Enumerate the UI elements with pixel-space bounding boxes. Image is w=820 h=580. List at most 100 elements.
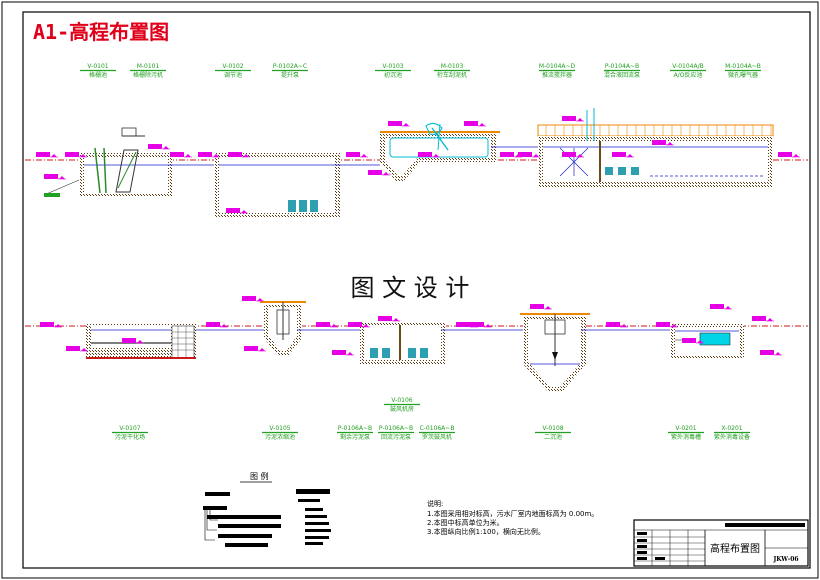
notes-line-3: 3.本图纵向比例1:100，横向无比例。: [427, 527, 545, 536]
tag-top-name: 初沉池: [384, 71, 402, 79]
elevation-marker: [44, 174, 66, 180]
tag-top-name: 桁车刮泥机: [437, 71, 467, 79]
elevation-marker: [388, 121, 410, 127]
tag-bottom-name: 污泥浓缩池: [265, 433, 295, 441]
drawing-title: A1-高程布置图: [33, 20, 169, 44]
notes-heading: 说明:: [427, 499, 443, 508]
building-blower-room: [360, 322, 446, 364]
elevation-marker: [418, 152, 440, 158]
tag-top-name: 提升泵: [281, 71, 299, 79]
elevation-marker: [710, 304, 732, 310]
tag-bottom-code: P-0106A~B: [338, 425, 372, 432]
elevation-marker: [652, 140, 674, 146]
elevation-marker: [378, 316, 400, 322]
tank-sludge-drying-bed: [86, 324, 196, 359]
elevation-marker: [36, 152, 58, 158]
elevation-marker: [470, 322, 492, 328]
tag-bottom-name: 污泥干化场: [115, 433, 145, 441]
blower-room-name: 鼓风机房: [390, 405, 414, 413]
elevation-marker: [562, 116, 584, 122]
tag-top-8: V-0104A/BA/O反应池: [670, 63, 706, 79]
elevation-markers: [36, 116, 800, 356]
tag-bottom-name: 罗茨鼓风机: [422, 433, 452, 441]
tag-top-code: V-0101: [87, 63, 108, 70]
elevation-marker: [346, 152, 368, 158]
elevation-marker: [778, 152, 800, 158]
elevation-marker: [122, 338, 144, 344]
title-block-drawing-name: 高程布置图: [710, 542, 760, 555]
tag-top-name: 调节池: [224, 71, 242, 79]
elevation-marker: [316, 322, 338, 328]
elevation-marker: [464, 121, 486, 127]
tag-bottom-name: 紫外消毒设备: [714, 433, 750, 441]
tag-top-code: P-0102A~C: [273, 63, 307, 70]
elevation-marker: [348, 322, 370, 328]
elevation-marker: [228, 152, 250, 158]
tank-ao-reactor: [537, 108, 774, 187]
tank-screen-chamber: [43, 127, 173, 197]
legend-panel: 图 例: [203, 471, 331, 547]
tag-top-code: M-0104A~D: [539, 63, 576, 70]
tag-top-name: 格栅除污机: [133, 71, 163, 79]
elevation-marker: [206, 322, 228, 328]
tag-top-name: 混合液回流泵: [604, 71, 640, 79]
tag-bottom-name: 紫外消毒槽: [671, 433, 701, 441]
tag-top-name: 推流搅拌器: [542, 71, 572, 79]
elevation-marker: [682, 338, 704, 344]
equipment-tags-bottom: V-0107污泥干化场V-0105污泥浓缩池P-0106A~B剩余污泥泵P-01…: [112, 425, 750, 441]
tag-bottom-code: V-0105: [269, 425, 290, 432]
elevation-marker: [66, 346, 88, 352]
elevation-marker: [368, 170, 390, 176]
tag-bottom-code: C-0106A~B: [420, 425, 455, 432]
elevation-marker: [612, 152, 634, 158]
elevation-marker: [170, 152, 192, 158]
elevation-marker: [242, 296, 264, 302]
tag-top-code: V-0104A/B: [672, 63, 703, 70]
elevation-marker: [760, 350, 782, 356]
tank-regulating: [214, 153, 340, 218]
tag-bottom-name: 回流污泥泵: [381, 433, 411, 441]
elevation-marker: [40, 322, 62, 328]
tag-bottom-code: V-0108: [542, 425, 563, 432]
elevation-marker: [606, 322, 628, 328]
legend-title: 图 例: [250, 471, 269, 481]
elevation-marker: [562, 152, 584, 158]
tag-top-code: M-0103: [441, 63, 464, 70]
elevation-marker: [518, 152, 540, 158]
tag-bottom-code: P-0106A~B: [379, 425, 413, 432]
tank-primary-clarifier: [380, 122, 500, 181]
tank-secondary-clarifier: [520, 313, 590, 392]
notes-line-2: 2.本图中标高单位为米。: [427, 518, 504, 527]
tag-top-name: 微孔曝气器: [728, 71, 758, 79]
tag-top-code: V-0102: [222, 63, 243, 70]
elevation-marker: [226, 208, 248, 214]
title-block: 高程布置图 JKW-06: [633, 519, 809, 567]
tank-sludge-thickener: [260, 301, 306, 356]
tag-top-name: 格栅池: [89, 71, 107, 79]
elevation-marker: [752, 316, 774, 322]
elevation-marker: [65, 152, 87, 158]
title-block-drawing-no: JKW-06: [772, 556, 798, 563]
elevation-marker: [244, 346, 266, 352]
tag-top-code: P-0104A~B: [605, 63, 639, 70]
channel-uv-disinfection: [670, 324, 744, 358]
elevation-marker: [530, 304, 552, 310]
